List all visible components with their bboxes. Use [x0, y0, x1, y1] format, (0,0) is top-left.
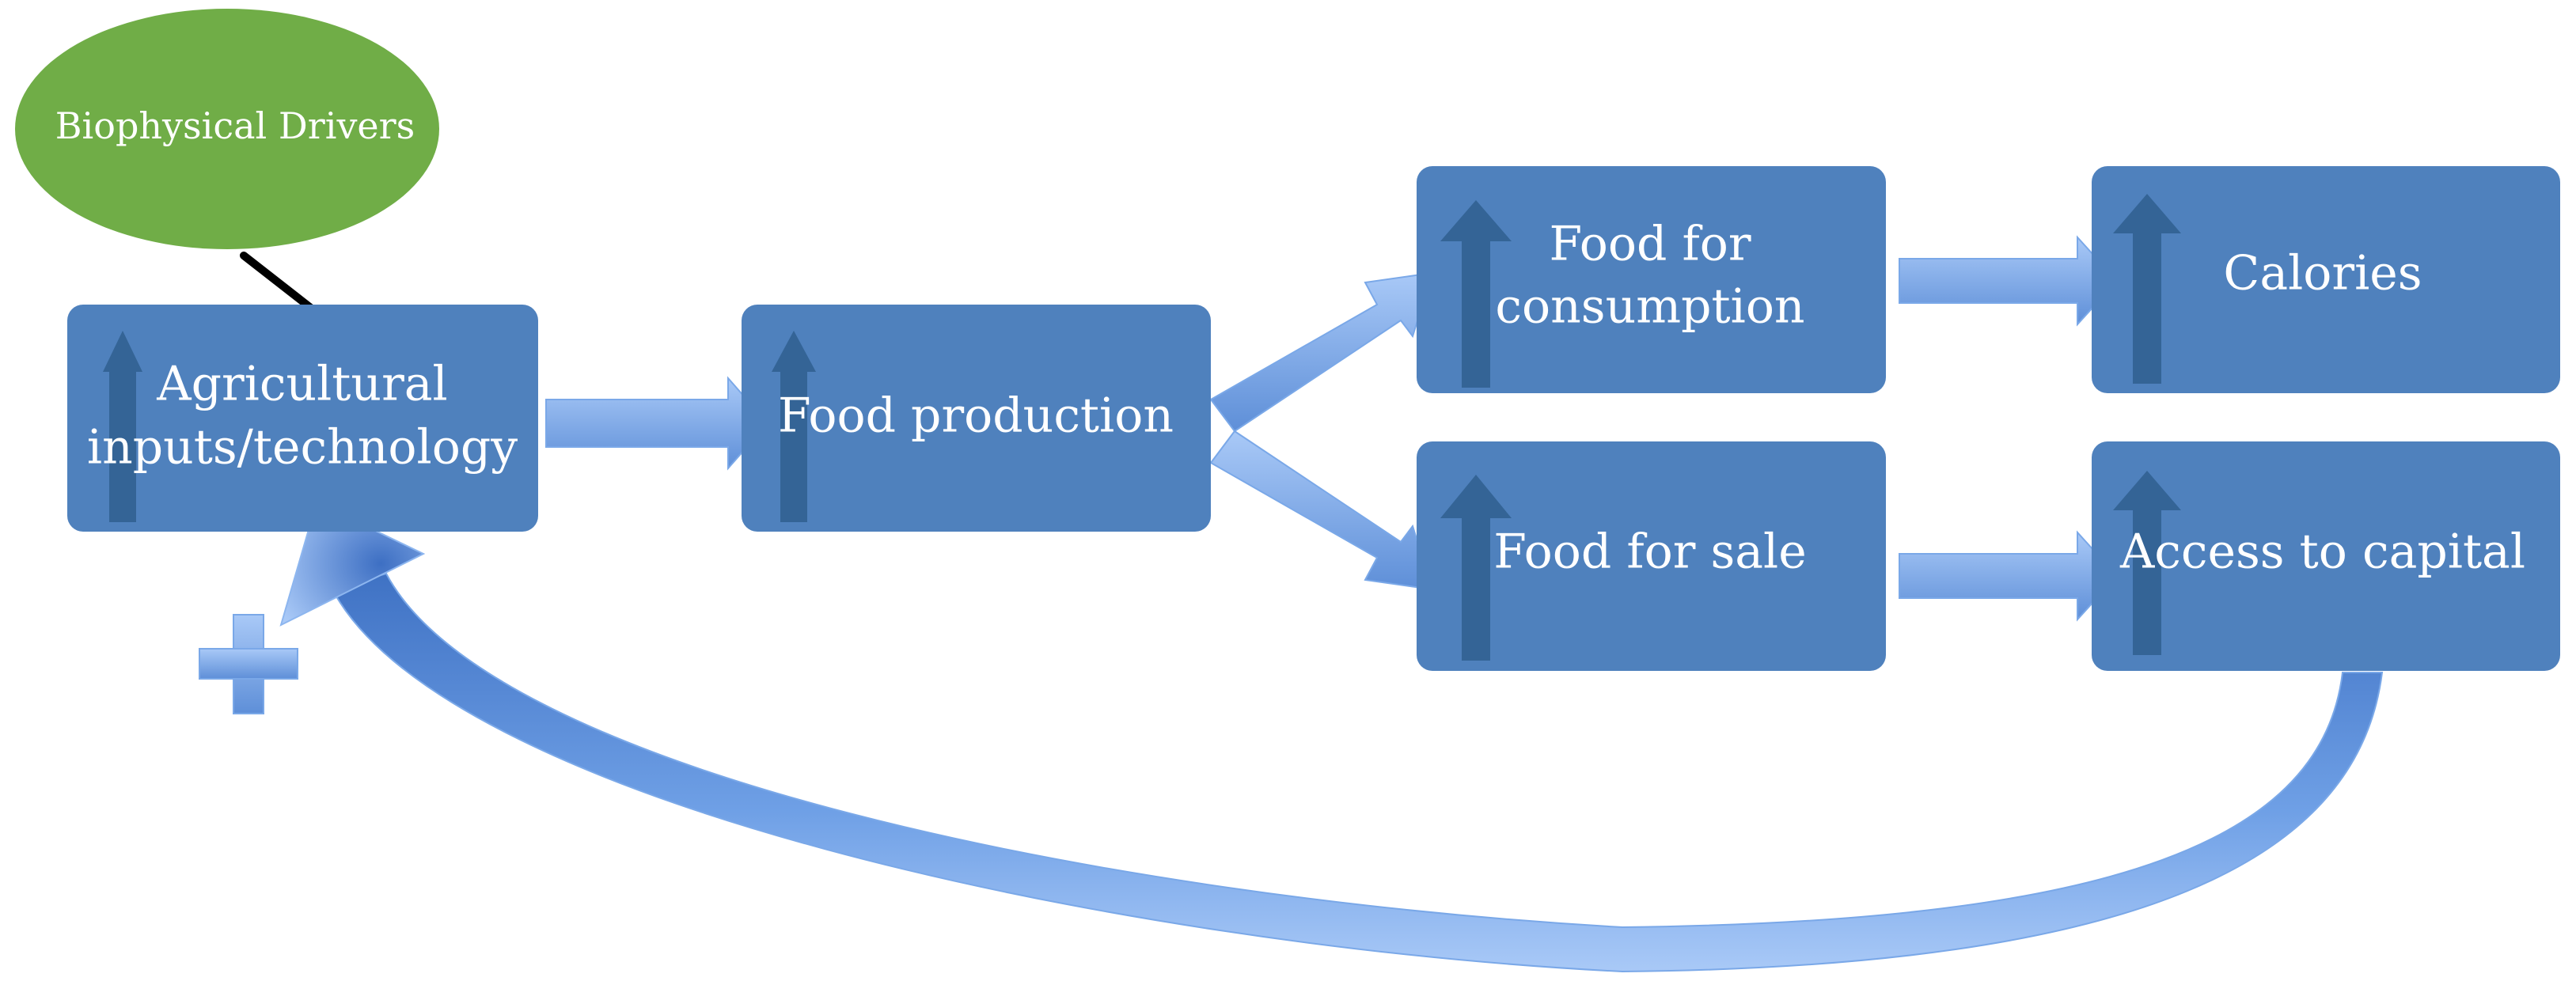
production-to-sale-arrow [1209, 430, 1434, 591]
node-label-line: Access to capital [2119, 525, 2525, 580]
node-access-to-capital: Access to capital [2092, 441, 2560, 671]
up-arrow-icon [772, 331, 816, 522]
up-arrow-icon [1440, 200, 1512, 388]
node-label-line: Calories [2223, 246, 2422, 301]
node-label-line: inputs/technology [87, 420, 518, 475]
node-food-for-consumption: Food for consumption [1417, 166, 1886, 393]
agri-to-production-arrow [545, 376, 769, 471]
up-arrow-icon [103, 331, 142, 522]
up-arrow-icon [1440, 475, 1512, 661]
node-label-line: Food for sale [1493, 525, 1806, 580]
biophysical-drivers-node: Biophysical Drivers [15, 9, 439, 249]
node-food-production: Food production [742, 305, 1211, 532]
node-label-line: Food for [1549, 217, 1751, 272]
node-label-line: Agricultural [156, 357, 447, 412]
consumption-to-calories-arrow [1899, 235, 2119, 327]
up-arrow-icon [2113, 194, 2181, 384]
node-food-for-sale: Food for sale [1417, 441, 1886, 671]
production-to-consumption-arrow [1209, 271, 1434, 433]
node-label-line: consumption [1495, 279, 1804, 335]
up-arrow-icon [2113, 471, 2181, 655]
biophysical-drivers-label: Biophysical Drivers [55, 104, 415, 147]
node-label-line: Food production [778, 388, 1174, 444]
sale-to-capital-arrow [1899, 530, 2119, 622]
node-calories: Calories [2092, 166, 2560, 393]
node-agricultural-inputs: Agricultural inputs/technology [67, 305, 538, 532]
plus-icon [199, 614, 298, 714]
